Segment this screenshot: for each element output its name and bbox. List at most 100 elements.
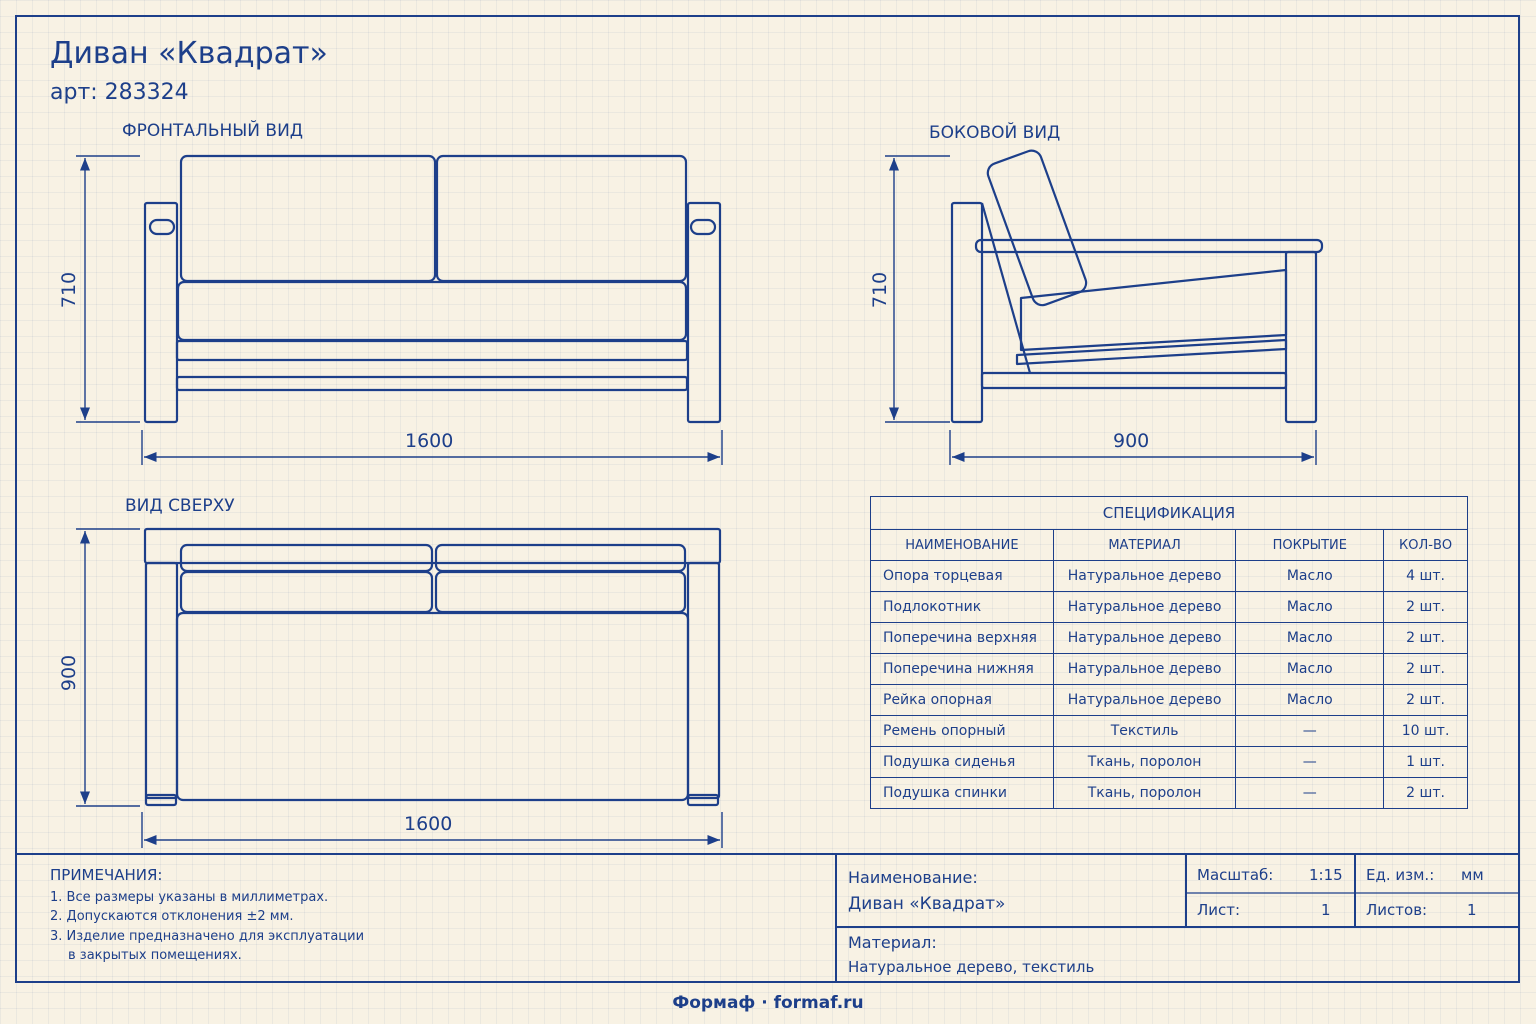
- top-left-arm: [144, 561, 179, 800]
- side-seat-cushion: [1019, 268, 1288, 352]
- spec-header-material: МАТЕРИАЛ: [1052, 529, 1237, 561]
- spec-cell-name: Подлокотник: [870, 591, 1054, 623]
- spec-cell-qty: 2 шт.: [1383, 777, 1468, 809]
- spec-cell-qty: 4 шт.: [1383, 560, 1468, 592]
- spec-cell-material: Ткань, поролон: [1052, 777, 1237, 809]
- table-row: Поперечина верхняя Натуральное дерево Ма…: [870, 622, 1468, 654]
- title-block-sheets-label: Листов:: [1366, 901, 1428, 919]
- spec-cell-material: Текстиль: [1052, 715, 1237, 747]
- table-row: Ремень опорный Текстиль — 10 шт.: [870, 715, 1468, 747]
- spec-cell-name: Поперечина нижняя: [870, 653, 1054, 685]
- spec-cell-qty: 2 шт.: [1383, 653, 1468, 685]
- front-view-title: ФРОНТАЛЬНЫЙ ВИД: [122, 121, 304, 141]
- spec-cell-qty: 2 шт.: [1383, 622, 1468, 654]
- title-block-material-value: Натуральное дерево, текстиль: [848, 958, 1095, 976]
- drawing-frame: [15, 15, 1520, 983]
- spec-cell-name: Поперечина верхняя: [870, 622, 1054, 654]
- spec-header-finish: ПОКРЫТИЕ: [1235, 529, 1385, 561]
- top-depth-label: 900: [58, 654, 80, 692]
- note-item: 2. Допускаются отклонения ±2 мм.: [50, 909, 294, 924]
- spec-cell-qty: 1 шт.: [1383, 746, 1468, 778]
- table-row: Подушка сиденья Ткань, поролон — 1 шт.: [870, 746, 1468, 778]
- title-block-scale-value: 1:15: [1309, 866, 1343, 884]
- front-height-label: 710: [58, 271, 80, 309]
- specification-table: СПЕЦИФИКАЦИЯ НАИМЕНОВАНИЕ МАТЕРИАЛ ПОКРЫ…: [870, 496, 1468, 809]
- side-view-title: БОКОВОЙ ВИД: [929, 123, 1061, 143]
- side-back-cushion: [986, 149, 1088, 307]
- title-block-material-label: Материал:: [848, 933, 937, 952]
- title-block-unit-label: Ед. изм.:: [1366, 866, 1435, 884]
- note-item: 1. Все размеры указаны в миллиметрах.: [50, 890, 329, 905]
- side-seat-frame: [1015, 338, 1288, 366]
- title-block-sheet-value: 1: [1321, 901, 1331, 919]
- spec-cell-finish: Масло: [1235, 653, 1385, 685]
- title-block-lines: [16, 853, 1520, 983]
- side-height-label: 710: [869, 271, 891, 309]
- spec-cell-finish: Масло: [1235, 684, 1385, 716]
- table-row: Опора торцевая Натуральное дерево Масло …: [870, 560, 1468, 592]
- top-view-title: ВИД СВЕРХУ: [125, 496, 235, 516]
- spec-cell-material: Натуральное дерево: [1052, 653, 1237, 685]
- front-left-armrest-end: [148, 218, 176, 236]
- title-block-name-label: Наименование:: [848, 868, 978, 887]
- spec-cell-finish: —: [1235, 777, 1385, 809]
- top-back-cushion-left-2: [179, 570, 434, 614]
- front-view-drawing: [143, 154, 722, 424]
- side-bottom-rail: [980, 371, 1288, 390]
- spec-header-name: НАИМЕНОВАНИЕ: [870, 529, 1054, 561]
- table-row: Подушка спинки Ткань, поролон — 2 шт.: [870, 777, 1468, 809]
- spec-cell-qty: 2 шт.: [1383, 684, 1468, 716]
- spec-cell-name: Рейка опорная: [870, 684, 1054, 716]
- spec-cell-finish: Масло: [1235, 622, 1385, 654]
- side-armrest: [974, 238, 1324, 254]
- note-item: 3. Изделие предназначено для эксплуатаци…: [50, 929, 365, 944]
- notes-title: ПРИМЕЧАНИЯ:: [50, 866, 163, 884]
- footer-brand: Формаф · formaf.ru: [672, 993, 864, 1013]
- spec-cell-material: Натуральное дерево: [1052, 622, 1237, 654]
- spec-cell-material: Ткань, поролон: [1052, 746, 1237, 778]
- spec-cell-qty: 10 шт.: [1383, 715, 1468, 747]
- front-bottom-stretcher: [175, 375, 689, 392]
- spec-cell-material: Натуральное дерево: [1052, 560, 1237, 592]
- front-left-leg: [143, 201, 179, 424]
- top-width-label: 1600: [404, 813, 453, 835]
- spec-cell-finish: Масло: [1235, 560, 1385, 592]
- side-back-frame: [980, 202, 1032, 374]
- front-right-leg: [686, 201, 722, 424]
- spec-cell-finish: Масло: [1235, 591, 1385, 623]
- table-row: Рейка опорная Натуральное дерево Масло 2…: [870, 684, 1468, 716]
- table-row: Поперечина нижняя Натуральное дерево Мас…: [870, 653, 1468, 685]
- spec-cell-name: Подушка сиденья: [870, 746, 1054, 778]
- title-block-name-value: Диван «Квадрат»: [848, 894, 1006, 914]
- front-seat-rail: [175, 339, 689, 362]
- top-back-cushion-right-2: [434, 570, 687, 614]
- title-block-sheets-value: 1: [1467, 901, 1477, 919]
- spec-header-qty: КОЛ-ВО: [1383, 529, 1468, 561]
- top-right-arm: [686, 561, 721, 800]
- top-seat-cushion: [175, 611, 690, 802]
- title-block-sheet-label: Лист:: [1197, 901, 1241, 919]
- front-right-armrest-end: [689, 218, 717, 236]
- top-left-leg: [144, 793, 178, 807]
- side-rear-leg: [950, 201, 984, 424]
- front-back-cushion-right: [435, 154, 688, 283]
- title-block-unit-value: мм: [1461, 866, 1484, 884]
- spec-cell-name: Опора торцевая: [870, 560, 1054, 592]
- spec-cell-material: Натуральное дерево: [1052, 684, 1237, 716]
- side-front-leg: [1284, 250, 1318, 424]
- title-block-scale-label: Масштаб:: [1197, 866, 1274, 884]
- table-row: Подлокотник Натуральное дерево Масло 2 ш…: [870, 591, 1468, 623]
- top-view-drawing: [143, 527, 722, 807]
- article-number: арт: 283324: [50, 80, 189, 105]
- top-back-cushion-right: [434, 543, 687, 573]
- front-seat-cushion: [176, 280, 688, 342]
- drawing-title: Диван «Квадрат»: [50, 36, 328, 71]
- spec-cell-name: Подушка спинки: [870, 777, 1054, 809]
- top-back-cushion-left: [179, 543, 434, 573]
- front-width-label: 1600: [405, 430, 454, 452]
- side-width-label: 900: [1113, 430, 1150, 452]
- spec-cell-finish: —: [1235, 746, 1385, 778]
- note-item: в закрытых помещениях.: [68, 948, 242, 963]
- spec-caption: СПЕЦИФИКАЦИЯ: [870, 496, 1468, 530]
